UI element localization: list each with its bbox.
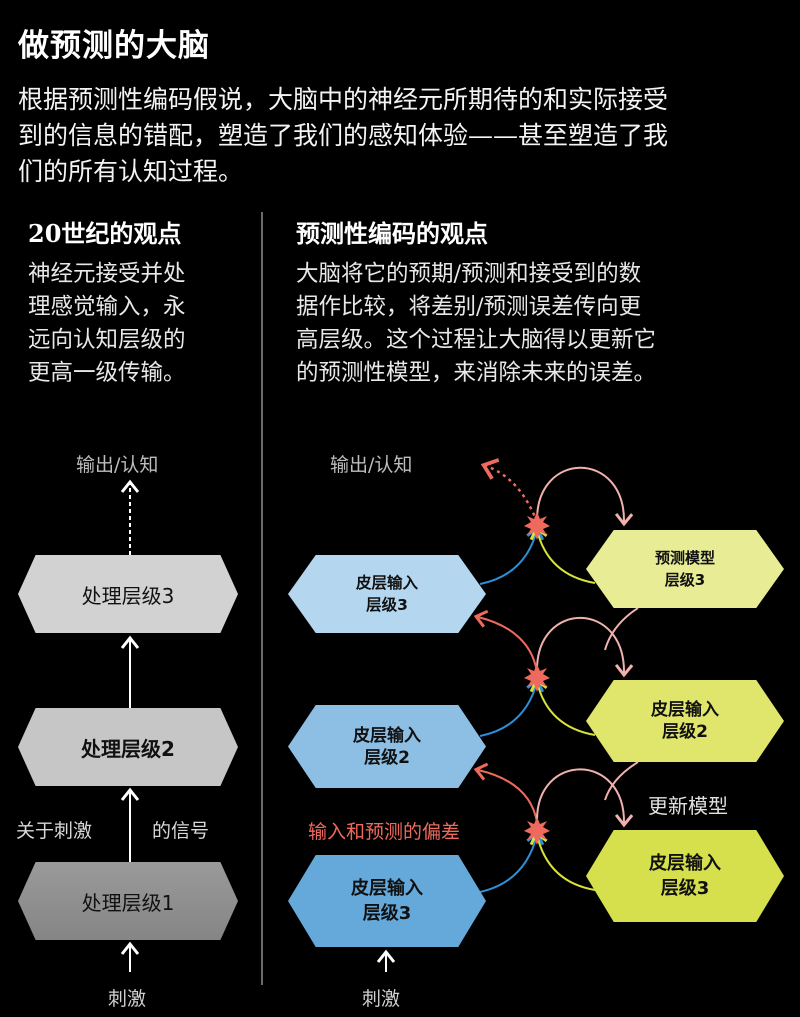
node-line: 层级3 [660,878,710,899]
right-stimulus-label: 刺激 [362,988,401,1010]
body-line: 神经元接受并处 [28,261,186,287]
right-output-label: 输出/认知 [330,454,413,476]
intro-line: 到的信息的错配，塑造了我们的感知体验——甚至塑造了我 [18,121,669,150]
left-column-heading: 20世纪的观点 [28,219,182,248]
node-line: 层级2 [662,722,708,742]
node-line: 层级2 [364,747,410,768]
body-line: 的预测性模型，来消除未来的误差。 [296,360,657,386]
cortical-input-node-2: 皮层输入 层级2 [288,705,486,788]
prediction-model-node-1: 预测模型 层级3 [586,530,784,608]
level-label: 处理层级2 [81,736,175,761]
prediction-error-label: 输入和预测的偏差 [308,821,461,843]
node-line: 皮层输入 [353,725,421,746]
node-line: 层级3 [366,596,408,614]
processing-level-1: 处理层级1 [18,862,238,940]
body-line: 理感觉输入，永 [28,294,186,320]
intro-paragraph: 根据预测性编码假说，大脑中的神经元所期待的和实际接受 到的信息的错配，塑造了我们… [18,82,788,190]
prediction-model-node-2: 皮层输入 层级2 [586,680,784,762]
node-line: 皮层输入 [649,853,721,874]
processing-level-2: 处理层级2 [18,708,238,786]
error-star-icon [524,512,550,845]
node-line: 层级3 [362,903,412,924]
intro-line: 们的所有认知过程。 [18,157,244,186]
left-stimulus-label: 刺激 [108,988,147,1010]
prediction-model-node-3: 皮层输入 层级3 [586,830,784,922]
level-label: 处理层级1 [81,890,175,915]
right-column-body: 大脑将它的预期/预测和接受到的数 据作比较，将差别/预测误差传向更 高层级。这个… [296,258,656,390]
body-line: 更高一级传输。 [28,360,186,386]
cortical-input-node-3: 皮层输入 层级3 [288,855,486,947]
body-line: 远向认知层级的 [28,327,186,353]
body-line: 大脑将它的预期/预测和接受到的数 [296,261,642,287]
column-divider [261,212,263,985]
page-title: 做预测的大脑 [18,28,210,64]
body-line: 据作比较，将差别/预测误差传向更 [296,294,642,320]
level-label: 处理层级3 [81,583,175,608]
right-level-1-connectors [376,761,639,972]
intro-line: 根据预测性编码假说，大脑中的神经元所期待的和实际接受 [18,85,669,114]
right-level-3-connectors [479,458,634,585]
node-line: 层级3 [664,571,706,589]
body-line: 高层级。这个过程让大脑得以更新它 [296,327,657,353]
cortical-input-node-1: 皮层输入 层级3 [288,555,486,633]
signal-label-left: 关于刺激 [16,820,93,842]
signal-label-right: 的信号 [152,820,210,842]
left-output-label: 输出/认知 [76,454,159,476]
right-level-2-connectors [473,607,639,737]
node-line: 皮层输入 [651,700,719,720]
node-line: 皮层输入 [351,878,423,899]
node-line: 皮层输入 [355,574,418,592]
processing-level-3: 处理层级3 [18,555,238,633]
left-column-body: 神经元接受并处 理感觉输入，永 远向认知层级的 更高一级传输。 [28,258,186,390]
node-line: 预测模型 [654,549,715,567]
update-model-label: 更新模型 [648,794,728,818]
right-column-heading: 预测性编码的观点 [296,219,488,248]
